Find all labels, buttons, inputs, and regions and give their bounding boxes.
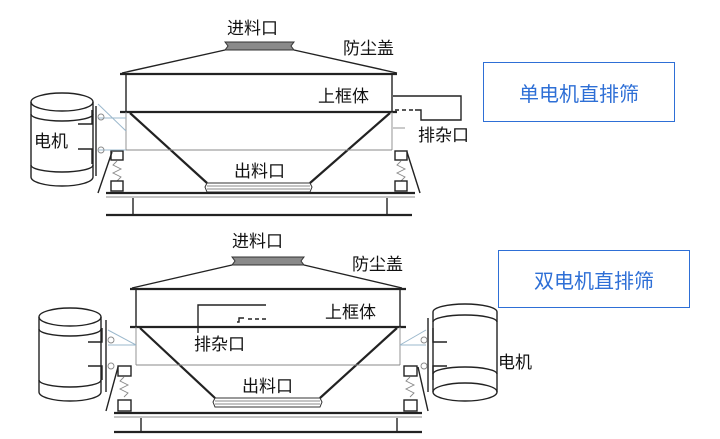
single-motor-title: 单电机直排筛 xyxy=(519,81,639,106)
impurity-outlet-pipe xyxy=(197,304,268,333)
dust-cover xyxy=(120,49,398,76)
upper-frame xyxy=(120,74,397,114)
double-motor-screen: 进料口 防尘盖 上框体 排杂口 出料口 电机 xyxy=(38,232,532,434)
discharge-outlet-label: 出料口 xyxy=(234,162,285,182)
discharge-port xyxy=(204,182,313,193)
single-motor-title-box: 单电机直排筛 xyxy=(483,62,675,122)
impurity-outlet-pipe xyxy=(393,95,462,129)
single-motor-screen: 进料口 防尘盖 上框体 排杂口 出料口 电机 xyxy=(30,19,469,217)
inlet-port xyxy=(231,256,305,266)
hopper xyxy=(135,327,401,399)
inlet-label: 进料口 xyxy=(232,232,283,252)
double-motor-title-box: 双电机直排筛 xyxy=(498,250,690,308)
dust-cover-label: 防尘盖 xyxy=(343,39,394,59)
inlet-port xyxy=(224,41,295,51)
motor-right xyxy=(399,303,498,402)
motor xyxy=(30,92,127,187)
inlet-label: 进料口 xyxy=(227,19,278,39)
motor-label: 电机 xyxy=(498,353,532,373)
impurity-outlet-label: 排杂口 xyxy=(418,126,469,146)
upper-frame-label: 上框体 xyxy=(325,303,376,323)
impurity-outlet-label: 排杂口 xyxy=(194,335,245,355)
upper-frame-label: 上框体 xyxy=(318,87,369,107)
base-frame xyxy=(105,365,429,434)
double-motor-title: 双电机直排筛 xyxy=(534,268,654,293)
base-frame xyxy=(97,150,421,217)
motor-left xyxy=(38,307,137,402)
dust-cover-label: 防尘盖 xyxy=(352,255,403,275)
upper-frame xyxy=(130,289,406,329)
discharge-outlet-label: 出料口 xyxy=(242,377,293,397)
discharge-port xyxy=(212,397,323,408)
motor-label: 电机 xyxy=(34,132,68,152)
dust-cover xyxy=(130,264,406,291)
